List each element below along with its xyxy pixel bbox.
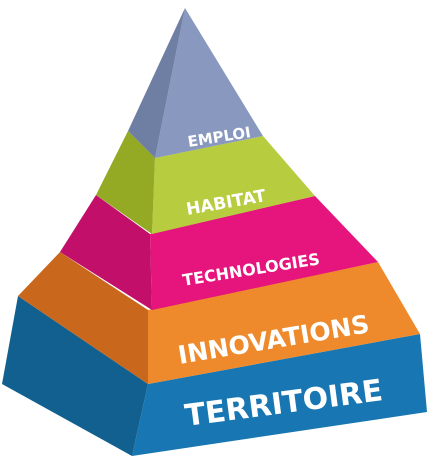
level-side-face	[128, 8, 185, 158]
pyramid-level-territoire: TERRITOIRE	[2, 296, 427, 456]
level-front-face	[148, 262, 420, 384]
pyramid-level-habitat: HABITAT	[96, 131, 315, 234]
pyramid-level-emploi: EMPLOI	[128, 8, 263, 158]
level-side-face	[2, 296, 148, 456]
level-front-face	[155, 8, 263, 158]
level-front-face	[132, 334, 427, 456]
level-side-face	[96, 131, 155, 234]
level-front-face	[150, 196, 378, 310]
level-side-face	[18, 252, 148, 384]
level-front-face	[152, 136, 315, 234]
level-side-face	[60, 195, 152, 310]
pyramid-level-technologies: TECHNOLOGIES	[60, 195, 378, 310]
